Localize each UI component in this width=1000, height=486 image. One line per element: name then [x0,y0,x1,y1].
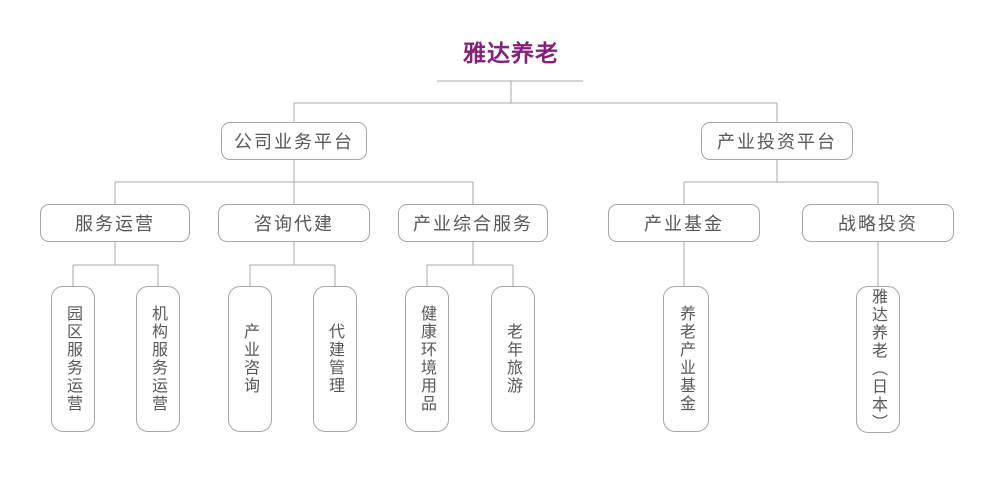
node-industry-consulting: 产业咨询 [228,286,272,432]
node-health-environment-products: 健康环境用品 [405,286,449,432]
node-yada-eldercare-japan: 雅达养老（日本） [856,286,900,433]
node-consulting-and-construction: 咨询代建 [218,204,370,242]
node-industry-investment-platform: 产业投资平台 [701,122,853,160]
node-senior-tourism: 老年旅游 [491,286,535,432]
node-construction-management: 代建管理 [313,286,357,432]
node-eldercare-industry-fund: 养老产业基金 [663,286,709,432]
node-service-operations: 服务运营 [40,204,190,242]
node-strategic-investment: 战略投资 [802,204,954,242]
node-park-service-operations: 园区服务运营 [51,286,95,432]
org-root-title: 雅达养老 [463,41,559,67]
node-institution-service-operations: 机构服务运营 [136,286,180,432]
node-industry-fund: 产业基金 [608,204,760,242]
node-company-business-platform: 公司业务平台 [221,122,367,160]
node-industry-comprehensive-services: 产业综合服务 [398,204,548,242]
